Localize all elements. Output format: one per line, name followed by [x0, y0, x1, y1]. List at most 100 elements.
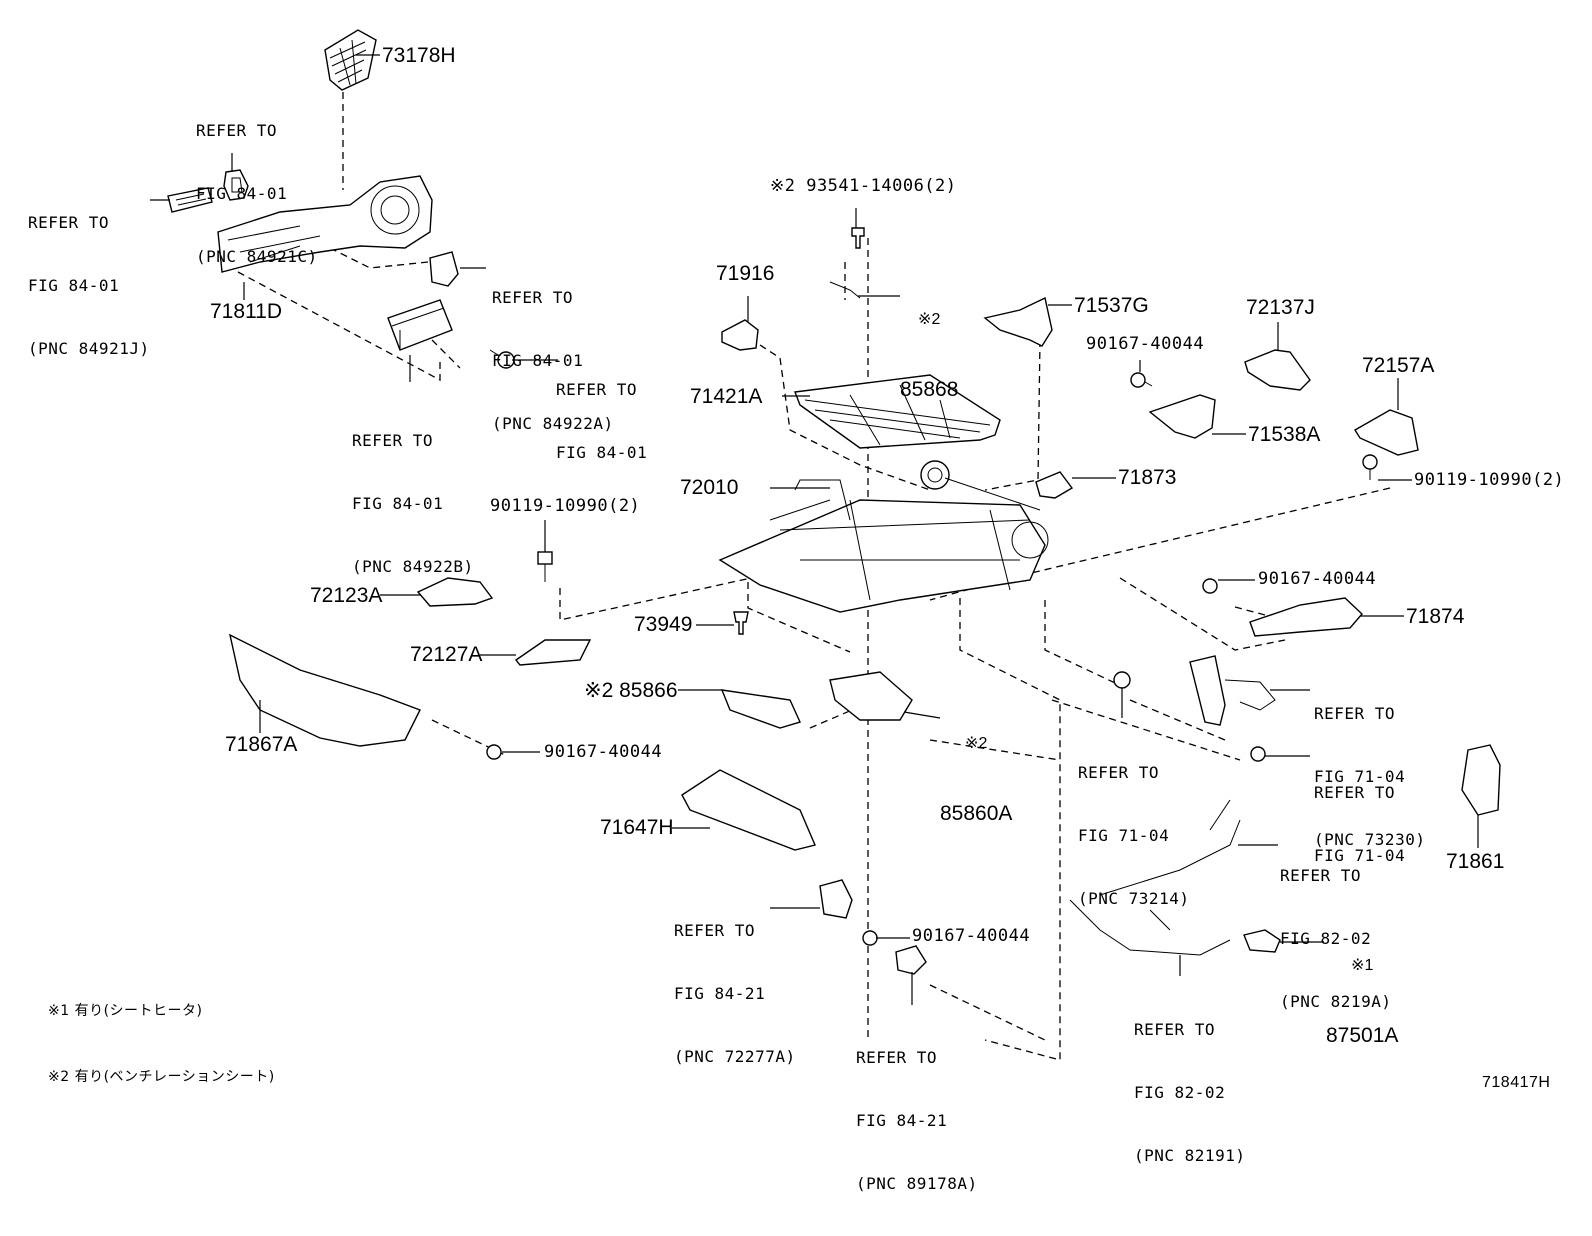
- refer-84922B: REFER TO FIG 84-01 (PNC 84922B): [352, 388, 474, 619]
- refer-73214-line1: REFER TO: [1078, 763, 1160, 782]
- refer-8219A-line2: FIG 82-02: [1280, 929, 1372, 948]
- refer-82191-line2: FIG 82-02: [1134, 1083, 1226, 1102]
- label-72127A: 72127A: [410, 643, 483, 666]
- callout-labels: 73178H 71811D 71916 71537G 72137J 72157A…: [28, 44, 1565, 1193]
- refer-8219A-line1: REFER TO: [1280, 866, 1362, 885]
- label-71867A: 71867A: [225, 733, 298, 756]
- refer-84921J-line2: FIG 84-01: [28, 276, 120, 295]
- nut-71-04: [1250, 746, 1266, 762]
- part-89178A: [895, 945, 927, 975]
- refer-73214-line2: FIG 71-04: [1078, 826, 1170, 845]
- refer-71-04-line1: REFER TO: [1314, 783, 1396, 802]
- label-71811D: 71811D: [210, 300, 283, 323]
- part-87501A: [1243, 929, 1281, 953]
- refer-84922B-line1: REFER TO: [352, 431, 434, 450]
- refer-84921J-line1: REFER TO: [28, 213, 110, 232]
- harness-82191: [1069, 799, 1241, 956]
- refer-72277A-line2: FIG 84-21: [674, 984, 766, 1003]
- refer-73230-line3: (PNC 73230): [1314, 830, 1426, 849]
- part-72123A: [416, 577, 494, 607]
- refer-82191-line1: REFER TO: [1134, 1020, 1216, 1039]
- refer-84921J: REFER TO FIG 84-01 (PNC 84921J): [28, 170, 150, 401]
- screw-93541: [851, 227, 865, 249]
- refer-73230: REFER TO FIG 71-04 (PNC 73230): [1314, 661, 1425, 892]
- switch-84922B: [387, 299, 453, 351]
- refer-84922A-line3: (PNC 84922A): [492, 414, 614, 433]
- label-bolt-90167-d: 90167-40044: [912, 926, 1031, 946]
- label-71537G: 71537G: [1074, 294, 1149, 317]
- refer-89178A-line3: (PNC 89178A): [856, 1174, 978, 1193]
- refer-72277A: REFER TO FIG 84-21 (PNC 72277A): [674, 878, 796, 1109]
- refer-8219A: REFER TO FIG 82-02 (PNC 8219A): [1280, 823, 1391, 1054]
- refer-84921C-line2: FIG 84-01: [196, 184, 288, 203]
- label-bolt-90167-c: 90167-40044: [544, 742, 663, 762]
- refer-71-04-line2: FIG 71-04: [1314, 846, 1406, 865]
- part-73949: [733, 611, 749, 635]
- label-85860A-number: 85860A: [940, 802, 1013, 825]
- refer-71-04: REFER TO FIG 71-04: [1314, 740, 1405, 908]
- label-85860A-mark: ※2: [965, 735, 988, 752]
- part-71873: [1035, 471, 1074, 499]
- part-72010: [718, 460, 1049, 613]
- label-72123A: 72123A: [310, 584, 383, 607]
- figure-id: 718417H: [1482, 1074, 1551, 1091]
- part-71874: [1249, 597, 1363, 637]
- bolt-90167-b: [1202, 578, 1218, 594]
- label-72137J: 72137J: [1246, 296, 1315, 319]
- label-85868-mark: ※2: [918, 311, 941, 328]
- part-72127A: [514, 639, 592, 666]
- label-73178H: 73178H: [382, 44, 456, 67]
- label-87501A: ※1 87501A: [1326, 908, 1398, 1096]
- leader-lines: [150, 54, 1479, 1005]
- part-71421A: [794, 374, 1001, 449]
- label-73949: 73949: [634, 613, 693, 636]
- buckle-73230: [1189, 655, 1276, 726]
- knob-84921C: [223, 169, 249, 201]
- refer-84921C: REFER TO FIG 84-01 (PNC 84921C): [196, 78, 318, 309]
- refer-84921C-line3: (PNC 84921C): [196, 247, 318, 266]
- refer-84-01-line1: REFER TO: [556, 380, 638, 399]
- part-85860A: [829, 671, 913, 721]
- footnote-1: ※1 有り(シートヒータ): [48, 1003, 203, 1019]
- label-71873: 71873: [1118, 466, 1177, 489]
- part-71537G: [983, 296, 1053, 347]
- refer-84-01: REFER TO FIG 84-01: [556, 337, 647, 505]
- label-87501A-number: 87501A: [1326, 1024, 1399, 1047]
- refer-73230-line1: REFER TO: [1314, 704, 1396, 723]
- label-87501A-mark: ※1: [1351, 957, 1374, 974]
- footnote-2: ※2 有り(ベンチレーションシート): [48, 1069, 275, 1085]
- refer-89178A-line2: FIG 84-21: [856, 1111, 948, 1130]
- part-85866: [720, 689, 801, 729]
- part-73178H: [324, 29, 377, 91]
- refer-72277A-line3: (PNC 72277A): [674, 1047, 796, 1066]
- label-85860A: ※2 85860A: [940, 686, 1012, 874]
- label-bolt-90167-b: 90167-40044: [1258, 569, 1377, 589]
- bolt-90119-left: [537, 551, 553, 582]
- label-71916: 71916: [716, 262, 775, 285]
- label-85866: ※2 85866: [584, 679, 678, 702]
- wire-85868: [829, 281, 861, 299]
- refer-82191: REFER TO FIG 82-02 (PNC 82191): [1134, 977, 1245, 1208]
- bolt-90167-c: [486, 744, 502, 760]
- part-72157A: [1354, 409, 1419, 456]
- part-71916: [721, 319, 759, 351]
- refer-84922A: REFER TO FIG 84-01 (PNC 84922A): [492, 245, 614, 476]
- label-71421A: 71421A: [690, 385, 763, 408]
- label-71861: 71861: [1446, 850, 1505, 873]
- refer-84922B-line2: FIG 84-01: [352, 494, 444, 513]
- refer-73214-line3: (PNC 73214): [1078, 889, 1190, 908]
- switch-84921J: [167, 187, 213, 213]
- part-71861: [1461, 744, 1501, 816]
- part-72137J: [1244, 349, 1311, 391]
- label-bolt-90119-right: 90119-10990(2): [1414, 470, 1565, 490]
- refer-73214: REFER TO FIG 71-04 (PNC 73214): [1078, 720, 1189, 951]
- label-71647H: 71647H: [600, 816, 674, 839]
- exploded-seat-illustration: [150, 29, 1501, 1061]
- part-71647H: [681, 769, 816, 851]
- part-71538A: [1148, 394, 1216, 439]
- label-72157A: 72157A: [1362, 354, 1435, 377]
- refer-84922A-line1: REFER TO: [492, 288, 574, 307]
- refer-84921C-line1: REFER TO: [196, 121, 278, 140]
- label-bolt-90167-a: 90167-40044: [1086, 334, 1205, 354]
- label-screw-93541: ※2 93541-14006(2): [770, 176, 957, 196]
